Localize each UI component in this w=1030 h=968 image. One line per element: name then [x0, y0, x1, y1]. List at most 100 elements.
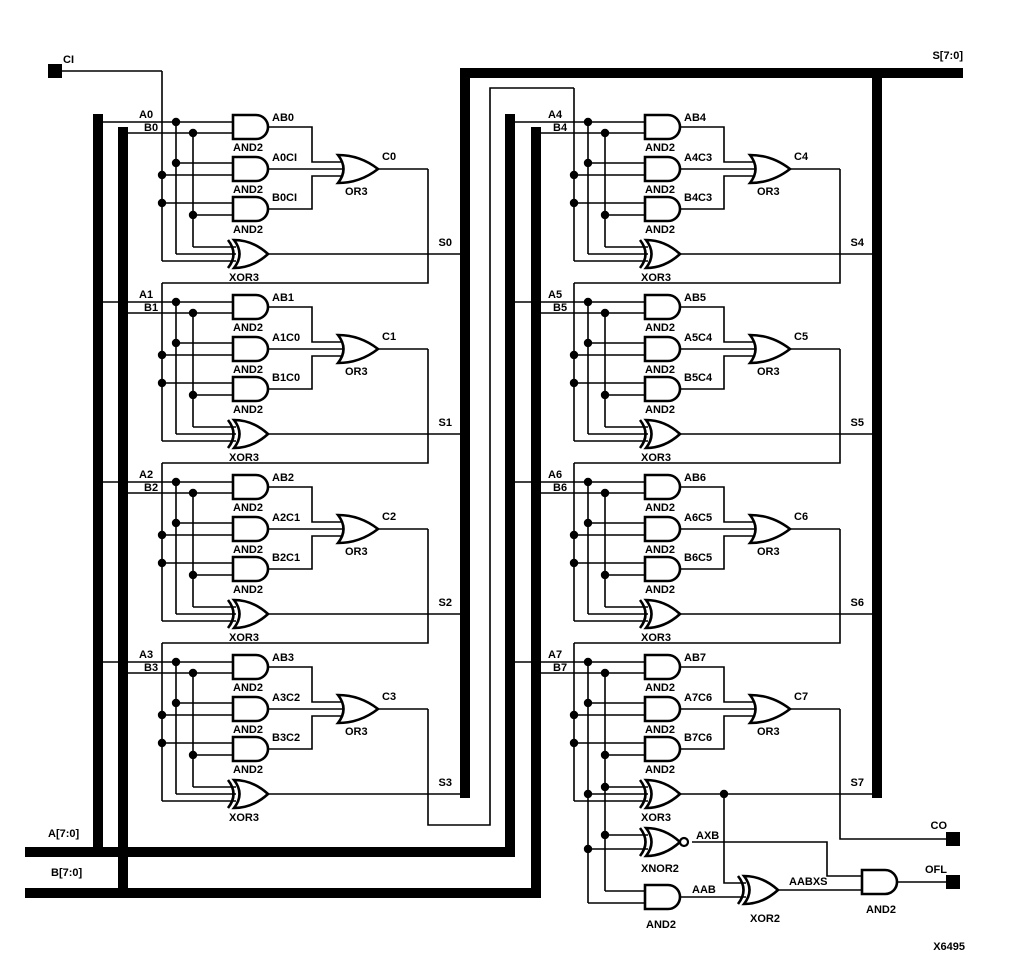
gate-label-and2: AND2 — [233, 682, 263, 694]
gate-label-or3: OR3 — [345, 186, 368, 198]
gate-label-and2: AND2 — [233, 224, 263, 236]
net-label-b2: B2 — [144, 482, 158, 494]
and2-gate-a1c0 — [231, 335, 270, 363]
junction-dot — [157, 710, 167, 720]
junction-dot — [600, 210, 610, 220]
net-label-ab6: AB6 — [684, 472, 706, 484]
gate-label-or3: OR3 — [757, 366, 780, 378]
wire-b6c5 — [680, 535, 764, 570]
gate-label-and2: AND2 — [645, 322, 675, 334]
net-label-s1: S1 — [439, 417, 452, 429]
gate-label-and2: AND2 — [645, 544, 675, 556]
a-bus-vertical-right — [505, 114, 515, 857]
net-label-s5: S5 — [851, 417, 864, 429]
net-label-s0: S0 — [439, 237, 452, 249]
gate-label-and2: AND2 — [645, 142, 675, 154]
net-label-b4: B4 — [553, 122, 568, 134]
net-label-a0: A0 — [139, 109, 153, 121]
net-label-aabxs: AABXS — [789, 876, 828, 888]
junction-dot — [569, 530, 579, 540]
net-label-b0ci: B0CI — [272, 192, 297, 204]
gate-label-xor3: XOR3 — [641, 812, 671, 824]
wire-b3c2 — [268, 715, 352, 750]
xor3-gate-s2-arc — [226, 599, 235, 629]
junction-dot — [188, 128, 198, 138]
and2-gate-b2c1 — [231, 555, 270, 583]
and2-gate-a4c3 — [643, 155, 682, 183]
and2-gate-b1c0 — [231, 375, 270, 403]
gate-label-and2: AND2 — [646, 919, 676, 931]
net-label-ab5: AB5 — [684, 292, 706, 304]
or3-gate-c0 — [335, 153, 381, 185]
net-label-b5: B5 — [553, 302, 567, 314]
junction-dot — [188, 750, 198, 760]
xnor2-gate-axb-bubble — [678, 836, 690, 848]
junction-dot — [600, 668, 610, 678]
junction-dot — [569, 350, 579, 360]
and2-gate-ab3 — [231, 653, 270, 681]
gate-label-and2: AND2 — [233, 142, 263, 154]
s-bus-vertical-left — [460, 68, 470, 798]
net-label-a1: A1 — [139, 289, 153, 301]
xor3-gate-s4 — [643, 238, 682, 270]
junction-dot — [157, 530, 167, 540]
junction-dot — [583, 477, 593, 487]
wire-ab6 — [680, 486, 764, 523]
net-label-ab4: AB4 — [684, 112, 707, 124]
xor3-gate-s6 — [643, 598, 682, 630]
junction-dot — [171, 657, 181, 667]
a-bus-vertical-left — [93, 114, 103, 857]
junction-dot — [569, 558, 579, 568]
net-label-b1c0: B1C0 — [272, 372, 300, 384]
gate-label-and2: AND2 — [866, 904, 896, 916]
net-label-s6: S6 — [851, 597, 864, 609]
gate-label-and2: AND2 — [645, 502, 675, 514]
net-label-ab7: AB7 — [684, 652, 706, 664]
wire-b0ci — [268, 175, 352, 210]
and2-gate-b7c6 — [643, 735, 682, 763]
and2-gate-b0ci — [231, 195, 270, 223]
junction-dot — [600, 308, 610, 318]
overflow-label: OFL — [925, 864, 947, 876]
wire-c3-to-c4 — [427, 87, 574, 826]
gate-label-xor3: XOR3 — [641, 632, 671, 644]
and2-gate-a5c4 — [643, 335, 682, 363]
net-label-b6c5: B6C5 — [684, 552, 712, 564]
net-label-ab2: AB2 — [272, 472, 294, 484]
gate-label-or3: OR3 — [345, 726, 368, 738]
net-label-b4c3: B4C3 — [684, 192, 712, 204]
s-bus-vertical-right — [872, 68, 882, 798]
wire-carry-transfer — [574, 349, 841, 464]
xor3-gate-s5-arc — [638, 419, 647, 449]
gate-label-and2: AND2 — [233, 404, 263, 416]
junction-dot — [157, 738, 167, 748]
net-label-a5: A5 — [548, 289, 562, 301]
wire-ab0 — [268, 126, 352, 163]
net-label-a3c2: A3C2 — [272, 692, 300, 704]
xor3-gate-s1-arc — [226, 419, 235, 449]
gate-label-and2: AND2 — [645, 404, 675, 416]
and2-gate-b3c2 — [231, 735, 270, 763]
junction-dot — [188, 668, 198, 678]
gate-label-or3: OR3 — [757, 546, 780, 558]
xor2-gate-aabxs-arc — [736, 875, 745, 905]
xor3-gate-s4-arc — [638, 239, 647, 269]
gate-label-xor2: XOR2 — [750, 913, 780, 925]
net-label-c1: C1 — [382, 331, 396, 343]
junction-dot — [188, 210, 198, 220]
junction-dot — [583, 789, 593, 799]
junction-dot — [157, 558, 167, 568]
net-label-s7: S7 — [851, 777, 864, 789]
xor3-gate-s3 — [231, 778, 270, 810]
or3-gate-c3 — [335, 693, 381, 725]
junction-dot — [188, 390, 198, 400]
wire-ab3 — [268, 666, 352, 703]
junction-dot — [600, 488, 610, 498]
junction-dot — [600, 390, 610, 400]
gate-label-and2: AND2 — [233, 364, 263, 376]
gate-label-xor3: XOR3 — [641, 452, 671, 464]
and2-gate-a7c6 — [643, 695, 682, 723]
junction-dot — [157, 350, 167, 360]
gate-label-or3: OR3 — [345, 366, 368, 378]
